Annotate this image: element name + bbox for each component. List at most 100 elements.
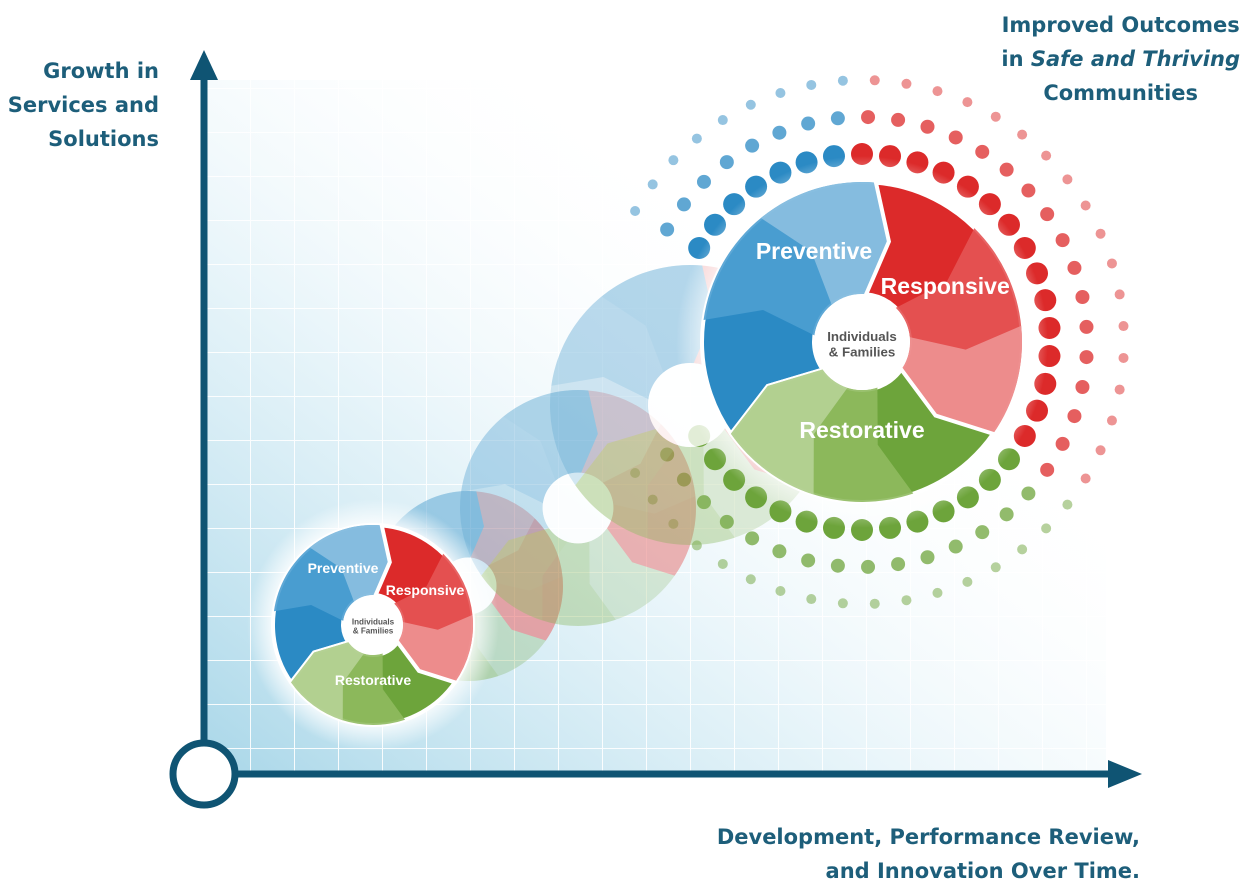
responsive-facet-light (606, 496, 696, 576)
y-axis-label-line-3: Solutions (48, 127, 159, 151)
restorative-arrow (575, 429, 805, 546)
outcome-dot (1017, 544, 1028, 555)
outcome-dot (772, 544, 787, 559)
outcome-dot (990, 111, 1001, 122)
outcome-dot (801, 553, 816, 568)
outcome-dot (901, 78, 912, 89)
outcome-dot (630, 206, 641, 216)
restorative-label: Restorative (335, 672, 411, 688)
outcome-dot (1114, 384, 1125, 395)
outcome-dot (676, 472, 691, 487)
outcome-dot (920, 550, 935, 565)
x-axis-label-line-2: and Innovation Over Time. (825, 859, 1140, 883)
restorative-facet-light (481, 528, 568, 621)
outcome-dot (1017, 129, 1028, 140)
outcome-dot (1062, 174, 1073, 185)
outcome-dot (806, 594, 817, 605)
outcome-dot (1106, 258, 1117, 269)
outcome-dot (1055, 436, 1070, 451)
outcome-dot (1095, 228, 1106, 239)
preventive-arrow (460, 390, 598, 576)
outcome-dot (1106, 415, 1117, 426)
outcome-dot (1075, 289, 1090, 304)
responsive-label: Responsive (881, 273, 1010, 299)
outcome-dot (1040, 207, 1055, 222)
center-label-line-2: & Families (829, 344, 896, 359)
outcome-dot (948, 539, 963, 554)
restorative-facet-light (575, 429, 678, 539)
outcome-dot (668, 155, 679, 166)
outcome-dot (630, 468, 641, 478)
outcome-dot (717, 558, 728, 569)
outcome-dot (1041, 150, 1052, 161)
restorative-facet-light (291, 642, 364, 721)
outcome-dot (1118, 352, 1129, 363)
center-label-line-1: Individuals (352, 617, 395, 626)
outcome-dot (745, 138, 760, 153)
outcome-dot (1041, 523, 1052, 534)
outcome-dot (660, 447, 675, 462)
outcome-dot (660, 222, 675, 237)
restorative-label: Restorative (799, 417, 924, 443)
outcome-dot (1095, 445, 1106, 456)
preventive-facet (461, 390, 598, 504)
outcome-dot (647, 494, 658, 505)
outcome-dot (999, 162, 1014, 177)
y-axis-label: Growth in Services and Solutions (8, 54, 159, 156)
outcome-dot (801, 116, 816, 131)
outcome-label: Improved Outcomes in Safe and Thriving C… (1001, 8, 1240, 110)
responsive-facet (488, 518, 563, 641)
outcome-dot (1067, 260, 1082, 275)
outcome-dot (1062, 499, 1073, 510)
responsive-label: Responsive (386, 582, 465, 598)
outcome-dot (647, 179, 658, 190)
outcome-dot (891, 557, 906, 572)
outcome-label-line-3: Communities (1043, 81, 1199, 105)
responsive-facet-light (491, 576, 563, 641)
outcome-dot (696, 174, 711, 189)
outcome-dot (717, 115, 728, 126)
outcome-dot (837, 598, 848, 609)
outcome-dot (745, 574, 756, 585)
cycle-center (343, 595, 403, 655)
outcome-dot (869, 75, 880, 86)
outcome-dot (1021, 183, 1036, 198)
outcome-dot (745, 531, 760, 546)
center-label-line-1: Individuals (827, 329, 897, 344)
y-axis-label-line-2: Services and (7, 93, 159, 117)
outcome-dot (869, 598, 880, 609)
outcome-dot (990, 562, 1001, 573)
outcome-dot (1067, 409, 1082, 424)
outcome-dot (1021, 486, 1036, 501)
outcome-dot (861, 559, 876, 574)
cycle-center (814, 294, 910, 390)
outcome-dot (775, 88, 786, 99)
outcome-dot (975, 144, 990, 159)
preventive-arrow (550, 265, 714, 486)
x-axis-arrowhead (1108, 760, 1142, 788)
preventive-label: Preventive (308, 560, 379, 576)
outcome-dot (676, 197, 691, 212)
y-axis-label-line-1: Growth in (43, 59, 159, 83)
outcome-dot (1114, 289, 1125, 300)
outcome-dot (1079, 319, 1094, 334)
preventive-label: Preventive (756, 238, 872, 264)
outcome-dot (932, 587, 943, 598)
outcome-dot (962, 97, 973, 108)
outcome-dot (719, 514, 734, 529)
outcome-dot (1079, 350, 1094, 365)
outcome-dot (920, 119, 935, 134)
center-label-line-2: & Families (353, 627, 394, 636)
outcome-dot (830, 111, 845, 126)
outcome-label-line-2: in Safe and Thriving (1001, 42, 1240, 76)
restorative-facet-light (730, 369, 848, 495)
restorative-facet (575, 429, 735, 545)
outcome-dot (1075, 380, 1090, 395)
outcome-dot (745, 99, 756, 110)
outcome-dot (837, 75, 848, 86)
outcome-label-line-1: Improved Outcomes (1001, 13, 1240, 37)
